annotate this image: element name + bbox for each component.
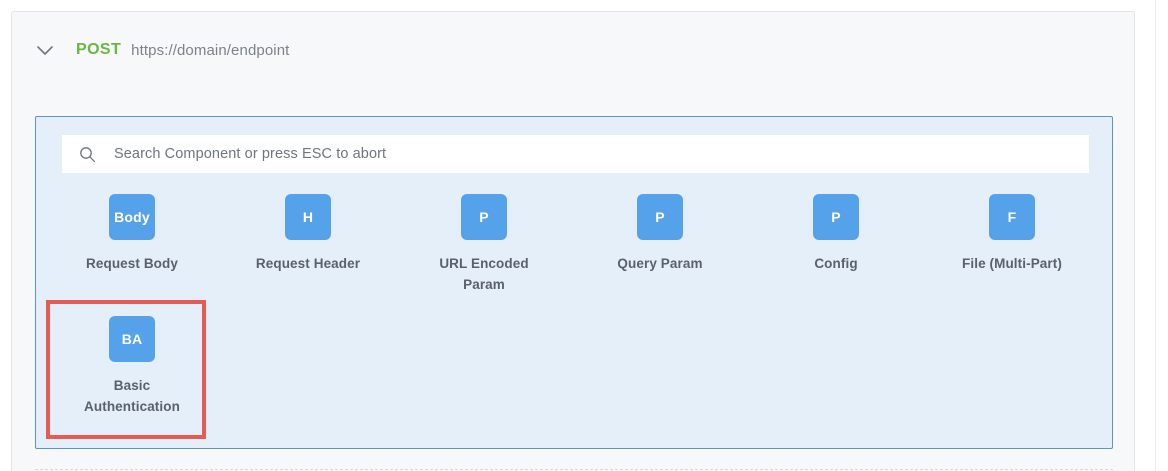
component-badge-icon: BA <box>109 316 155 362</box>
component-tile[interactable]: BA Basic Authentication <box>44 300 220 439</box>
component-tile[interactable]: P Query Param <box>572 185 748 307</box>
component-label: File (Multi-Part) <box>962 256 1062 271</box>
component-tile[interactable]: P URL Encoded Param <box>396 185 572 307</box>
endpoint-url: https://domain/endpoint <box>131 41 290 59</box>
search-icon <box>79 146 96 163</box>
component-tile[interactable]: H Request Header <box>220 185 396 307</box>
component-badge-icon: Body <box>109 194 155 240</box>
search-bar[interactable] <box>62 135 1089 173</box>
chevron-down-icon[interactable] <box>34 39 56 61</box>
request-header-row: POST https://domain/endpoint <box>12 12 1134 88</box>
component-badge-icon: P <box>461 194 507 240</box>
http-method-label: POST <box>76 41 122 58</box>
request-card: POST https://domain/endpoint BodyRequest… <box>11 11 1135 471</box>
bottom-dashed-separator <box>35 469 1113 470</box>
component-label: Request Body <box>86 256 178 271</box>
component-label: URL Encoded Param <box>439 256 529 292</box>
component-label: Basic Authentication <box>84 378 180 414</box>
component-tile[interactable]: P Config <box>748 185 924 307</box>
search-input[interactable] <box>114 146 1014 162</box>
component-badge-icon: F <box>989 194 1035 240</box>
component-tile[interactable]: F File (Multi-Part) <box>924 185 1100 307</box>
component-label: Query Param <box>617 256 703 271</box>
component-badge-icon: H <box>285 194 331 240</box>
component-label: Request Header <box>255 256 361 271</box>
component-badge-icon: P <box>637 194 683 240</box>
page-divider <box>1155 0 1156 471</box>
component-label: Config <box>814 256 858 271</box>
component-badge-icon: P <box>813 194 859 240</box>
